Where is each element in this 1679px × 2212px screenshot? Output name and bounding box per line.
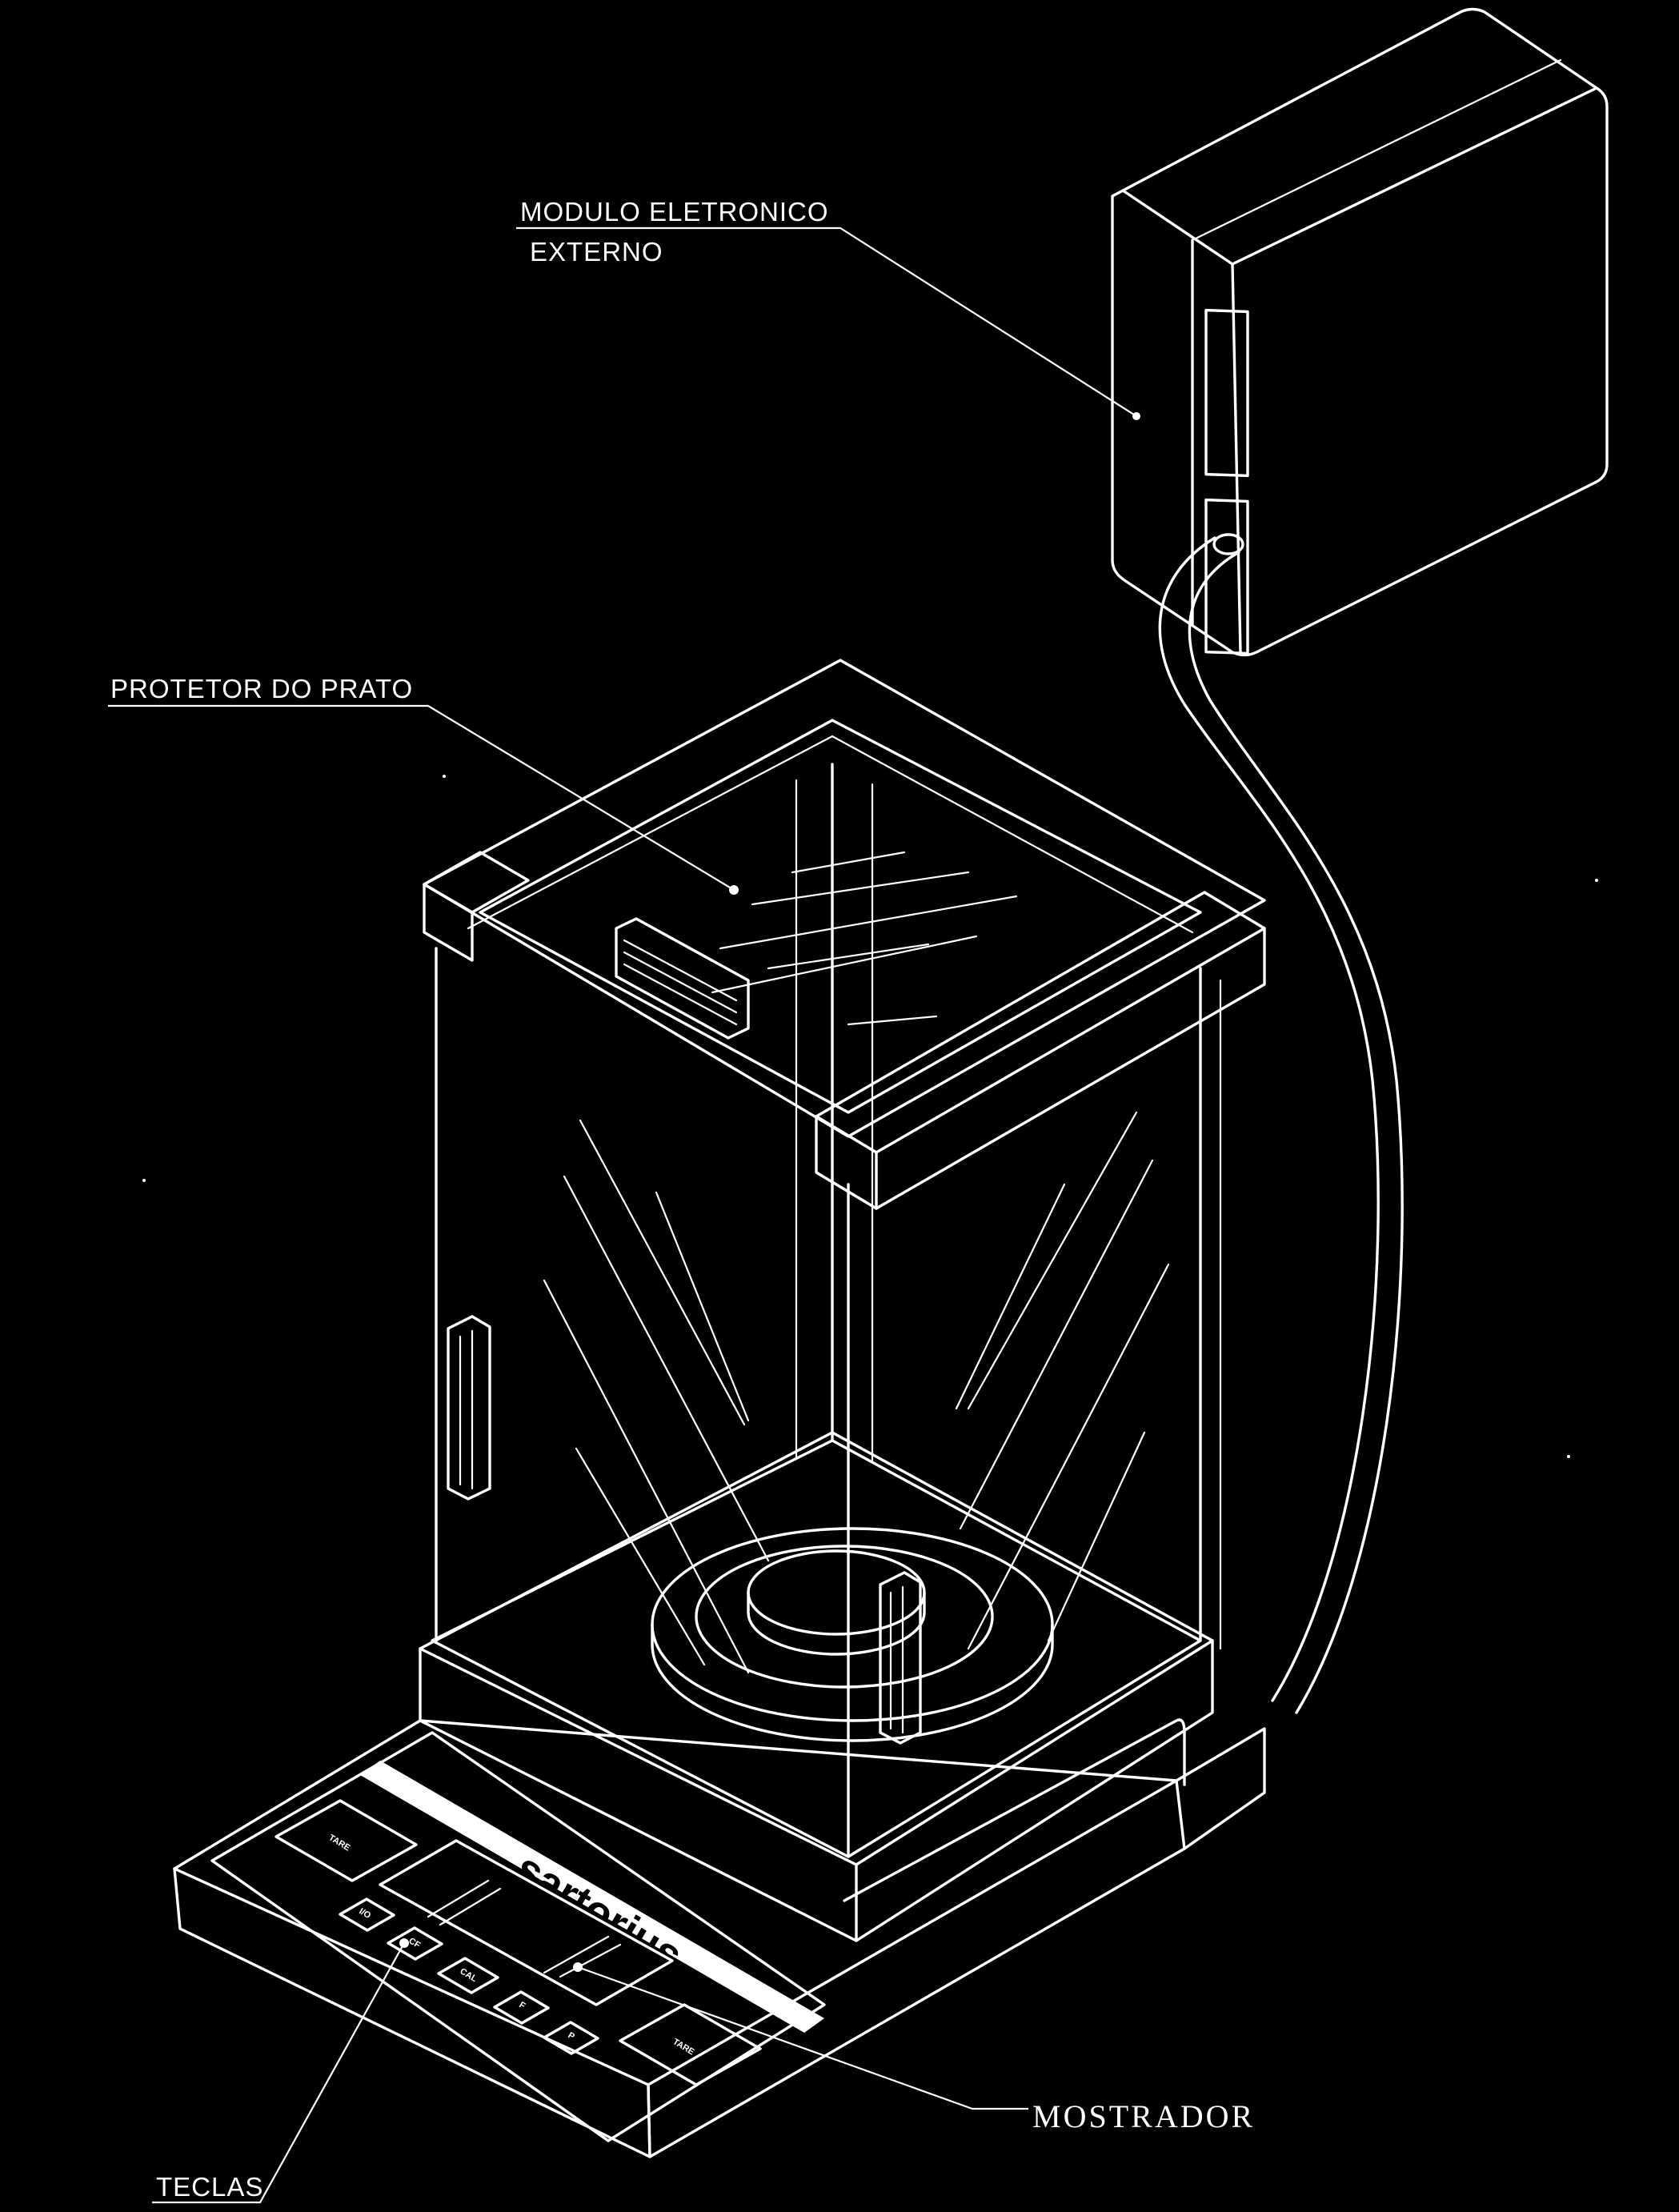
label-module-line1: MODULO ELETRONICO — [520, 197, 829, 226]
brand-band — [360, 1761, 824, 2033]
label-keys: TECLAS — [152, 1942, 405, 2204]
label-display: MOSTRADOR — [577, 1966, 1255, 2134]
svg-text:P: P — [566, 2030, 575, 2042]
brand-logo: sartorius — [507, 1844, 691, 1980]
svg-text:TARE: TARE — [327, 1833, 351, 1853]
external-electronic-module — [1111, 7, 1609, 657]
key-io[interactable]: I/O — [339, 1897, 395, 1932]
key-cal[interactable]: CAL — [437, 1957, 499, 1994]
label-protector: PROTETOR DO PRATO — [108, 674, 735, 891]
display-window — [379, 1839, 674, 2006]
balance-base — [173, 1718, 1266, 2158]
svg-text:TARE: TARE — [671, 2037, 695, 2057]
draft-shield — [142, 659, 1598, 1942]
svg-text:I/O: I/O — [357, 1906, 372, 1921]
svg-text:CAL: CAL — [458, 1966, 479, 1984]
svg-text:CF: CF — [407, 1936, 422, 1950]
label-module: MODULO ELETRONICO EXTERNO — [516, 197, 1137, 417]
connection-cable — [1158, 533, 1404, 1714]
svg-text:F: F — [517, 2000, 527, 2011]
label-module-line2: EXTERNO — [530, 237, 663, 266]
key-cf[interactable]: CF — [387, 1926, 443, 1961]
label-protector-text: PROTETOR DO PRATO — [110, 674, 413, 703]
label-display-text: MOSTRADOR — [1032, 2098, 1255, 2134]
tare-key-right[interactable]: TARE — [619, 2003, 762, 2086]
label-keys-text: TECLAS — [156, 2172, 263, 2202]
